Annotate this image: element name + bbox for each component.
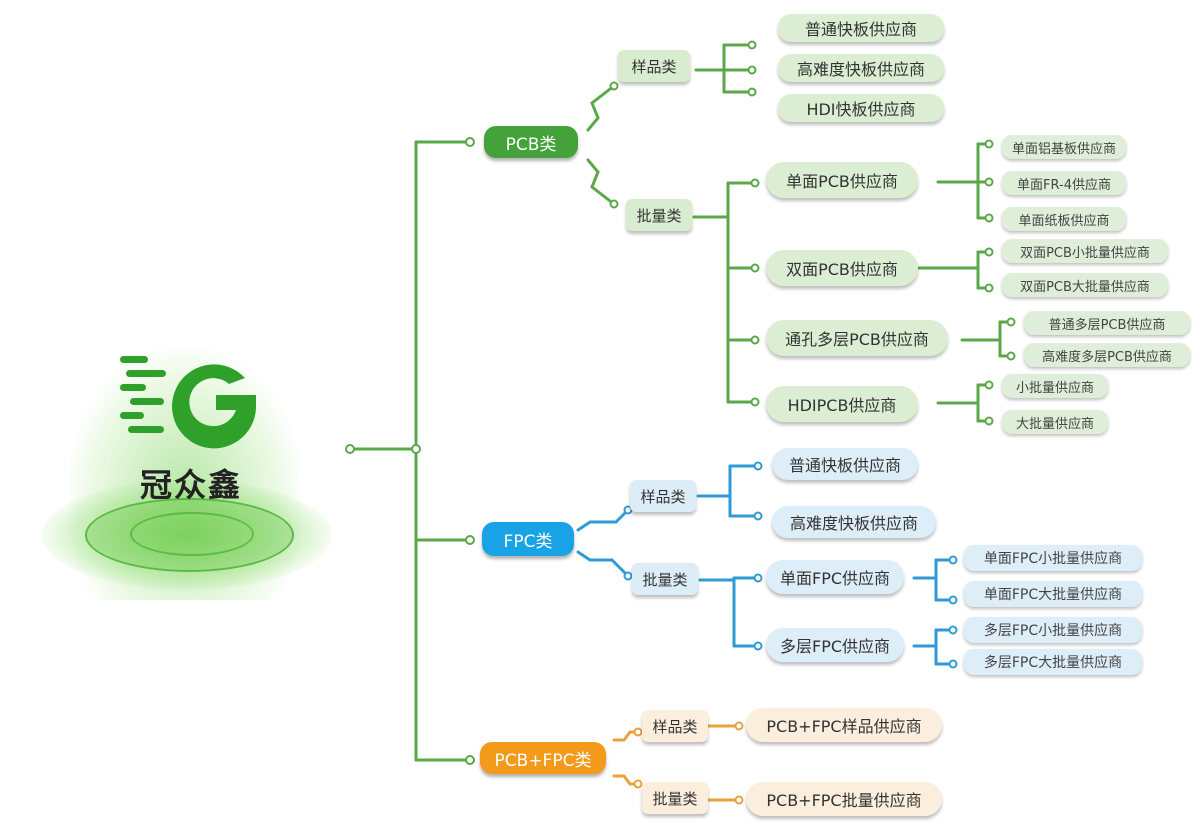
pcb-batch-group-2[interactable]: 双面PCB供应商 — [766, 250, 918, 286]
fpc-sample-item-1[interactable]: 普通快板供应商 — [772, 448, 918, 480]
fpc-g1-item-2[interactable]: 单面FPC大批量供应商 — [964, 581, 1142, 607]
fpc-g1-item-1[interactable]: 单面FPC小批量供应商 — [964, 545, 1142, 571]
pcb-g1-item-1[interactable]: 单面铝基板供应商 — [1002, 135, 1126, 159]
pcb-category-node[interactable]: PCB类 — [484, 126, 578, 158]
mixed-sample-node[interactable]: 样品类 — [642, 710, 708, 742]
mixed-sample-item[interactable]: PCB+FPC样品供应商 — [746, 708, 942, 742]
fpc-batch-group-2[interactable]: 多层FPC供应商 — [766, 628, 904, 662]
brand-logo: 冠众鑫 — [30, 320, 340, 620]
pcb-sample-item-2[interactable]: 高难度快板供应商 — [778, 54, 944, 82]
logo-disc-core — [130, 512, 254, 556]
logo-g-mark-icon — [120, 356, 256, 449]
mixed-batch-item[interactable]: PCB+FPC批量供应商 — [746, 782, 942, 816]
fpc-g2-item-1[interactable]: 多层FPC小批量供应商 — [964, 617, 1142, 643]
pcb-sample-item-1[interactable]: 普通快板供应商 — [778, 14, 944, 42]
pcb-g3-item-2[interactable]: 高难度多层PCB供应商 — [1024, 343, 1190, 367]
pcb-g2-item-1[interactable]: 双面PCB小批量供应商 — [1002, 239, 1168, 263]
mixed-category-node[interactable]: PCB+FPC类 — [480, 742, 606, 774]
fpc-category-node[interactable]: FPC类 — [482, 522, 574, 556]
pcb-g1-item-3[interactable]: 单面纸板供应商 — [1002, 207, 1126, 231]
pcb-batch-group-4[interactable]: HDIPCB供应商 — [766, 386, 918, 422]
pcb-sample-node[interactable]: 样品类 — [618, 50, 690, 82]
fpc-batch-group-1[interactable]: 单面FPC供应商 — [766, 560, 904, 594]
pcb-g1-item-2[interactable]: 单面FR-4供应商 — [1002, 171, 1126, 195]
fpc-sample-item-2[interactable]: 高难度快板供应商 — [772, 506, 936, 538]
pcb-batch-group-3[interactable]: 通孔多层PCB供应商 — [766, 320, 948, 356]
pcb-batch-node[interactable]: 批量类 — [626, 199, 692, 231]
pcb-g2-item-2[interactable]: 双面PCB大批量供应商 — [1002, 273, 1168, 297]
pcb-batch-group-1[interactable]: 单面PCB供应商 — [766, 162, 918, 198]
pcb-g4-item-1[interactable]: 小批量供应商 — [1002, 374, 1108, 398]
pcb-g4-item-2[interactable]: 大批量供应商 — [1002, 410, 1108, 434]
brand-name: 冠众鑫 — [139, 466, 242, 504]
fpc-batch-node[interactable]: 批量类 — [632, 563, 698, 595]
mixed-batch-node[interactable]: 批量类 — [642, 782, 708, 814]
fpc-g2-item-2[interactable]: 多层FPC大批量供应商 — [964, 649, 1142, 675]
fpc-sample-node[interactable]: 样品类 — [630, 480, 696, 512]
pcb-sample-item-3[interactable]: HDI快板供应商 — [778, 94, 944, 122]
pcb-g3-item-1[interactable]: 普通多层PCB供应商 — [1024, 311, 1190, 335]
